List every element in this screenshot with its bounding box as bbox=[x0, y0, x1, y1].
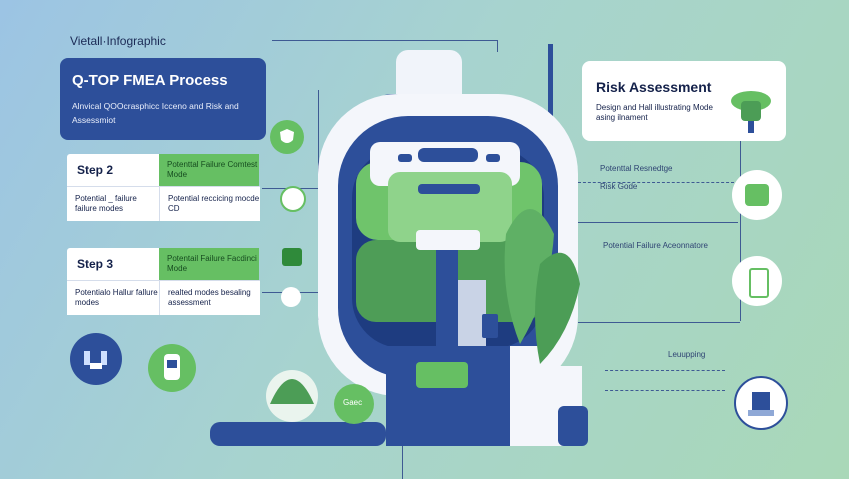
badge-icon: Gaec bbox=[334, 384, 374, 424]
connector-line bbox=[578, 222, 738, 223]
battery-icon bbox=[732, 256, 782, 306]
step-top-right: Potentail Failure Facdinci Mode bbox=[167, 254, 257, 273]
step-card-3: Step 3 Potentail Failure Facdinci Mode P… bbox=[67, 248, 260, 315]
step-bottom-left: Potential _ failure failure modes bbox=[75, 194, 137, 213]
title-box-title: Q-TOP FMEA Process bbox=[72, 72, 228, 89]
right-label-1: Potenttal Resnedtge bbox=[600, 164, 673, 173]
connector-line bbox=[402, 445, 403, 479]
step-bottom-right: realted modes besaling assessment bbox=[168, 288, 251, 307]
shield-icon bbox=[270, 120, 304, 154]
connector-dash bbox=[605, 370, 725, 371]
risk-box: Risk Assessment Design and Hall illustra… bbox=[582, 61, 786, 141]
connector-dash bbox=[578, 182, 734, 183]
step-title: Step 2 bbox=[77, 163, 114, 177]
right-label-3: Potential Failure Aceonnatore bbox=[603, 241, 708, 250]
step-bottom-right: Potential reccicing mocde CD bbox=[168, 194, 260, 213]
lab-equipment-icon bbox=[734, 376, 788, 430]
folder-icon bbox=[282, 248, 302, 266]
cloud-icon bbox=[281, 287, 301, 307]
connector-line bbox=[272, 40, 497, 41]
device-icon bbox=[148, 344, 196, 392]
target-icon bbox=[280, 186, 306, 212]
right-label-4: Leuupping bbox=[668, 350, 706, 359]
risk-box-title: Risk Assessment bbox=[596, 79, 712, 95]
title-box-subtitle: Alnvical QOOcrasphicc Icceno and Risk an… bbox=[72, 101, 239, 125]
step-top-right: Potenttal Failure Comtest Mode bbox=[167, 160, 258, 179]
connector-dash bbox=[605, 390, 725, 391]
title-box: Q-TOP FMEA Process Alnvical QOOcrasphicc… bbox=[60, 58, 266, 140]
header-label: Vietall·Infographic bbox=[70, 34, 166, 48]
right-label-2: Risk Gode bbox=[600, 182, 638, 191]
risk-box-subtitle: Design and Hall illustrating Mode asing … bbox=[596, 103, 713, 122]
connector-line bbox=[497, 40, 498, 52]
lab-icon bbox=[70, 333, 122, 385]
step-title: Step 3 bbox=[77, 257, 114, 271]
sensor-icon bbox=[731, 91, 771, 133]
connector-line bbox=[740, 141, 741, 321]
step-card-2: Step 2 Potenttal Failure Comtest Mode Po… bbox=[67, 154, 260, 221]
step-bottom-left: Potentialo Hallur fallure modes bbox=[75, 288, 158, 307]
calendar-icon bbox=[732, 170, 782, 220]
pipe bbox=[548, 44, 553, 134]
badge-text: Gaec bbox=[343, 398, 363, 407]
machine-illustration bbox=[210, 50, 588, 446]
connector-line bbox=[578, 322, 740, 323]
